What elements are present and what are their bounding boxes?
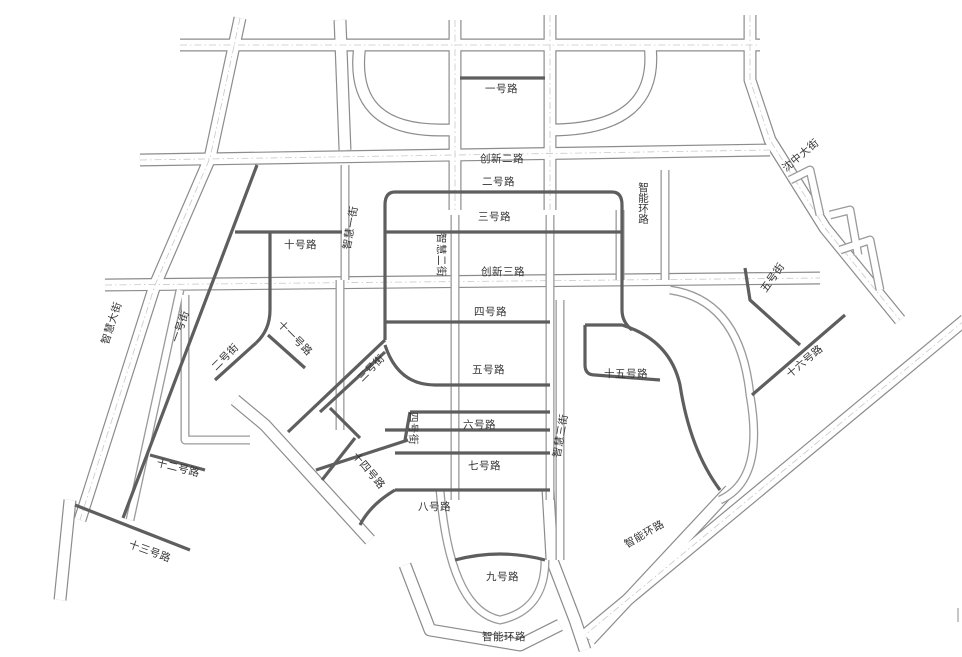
label-road-8: 八号路 [418, 500, 451, 513]
label-road-4: 四号路 [474, 305, 507, 318]
label-zhineng-huanlu-north: 智能环路 [637, 181, 649, 225]
label-road-2: 二号路 [482, 175, 515, 188]
label-chuangxin-2: 创新二路 [480, 152, 524, 165]
label-road-15: 十五号路 [604, 367, 648, 380]
label-road-1: 一号路 [485, 82, 518, 95]
label-road-9: 九号路 [486, 570, 519, 583]
road-network [53, 15, 962, 653]
label-zhineng-huanlu-south: 智能环路 [482, 630, 526, 643]
label-chuangxin-3: 创新三路 [481, 265, 525, 278]
label-road-3: 三号路 [478, 210, 511, 223]
label-road-5: 五号路 [472, 363, 505, 376]
label-road-6: 六号路 [463, 418, 496, 431]
label-zhihui-erjie: 智慧二街 [435, 233, 448, 277]
label-road-10: 十号路 [284, 238, 317, 251]
label-sihao-jie: 四号街 [407, 412, 420, 445]
label-road-7: 七号路 [468, 459, 501, 472]
